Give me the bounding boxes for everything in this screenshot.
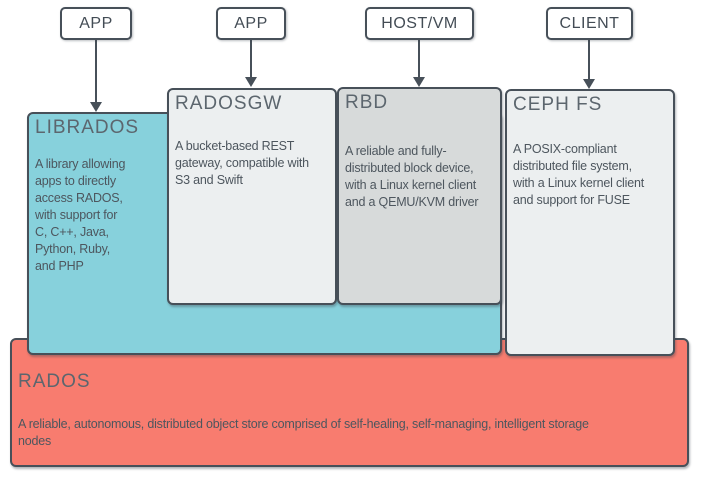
librados-title: LIBRADOS — [35, 117, 140, 138]
rados-content: RADOS A reliable, autonomous, distribute… — [12, 370, 687, 450]
cephfs-description: A POSIX-compliant distributed file syste… — [513, 142, 644, 207]
app-node-1-label: APP — [79, 14, 113, 32]
rbd-box: RBD A reliable and fully- distributed bl… — [337, 87, 502, 305]
arrow-head — [583, 79, 595, 89]
arrow-down-icon — [413, 40, 425, 87]
rbd-content: RBD A reliable and fully- distributed bl… — [339, 91, 500, 211]
rados-layer-box: RADOS A reliable, autonomous, distribute… — [10, 338, 689, 467]
rados-title: RADOS — [18, 371, 91, 392]
arrow-down-icon — [245, 40, 257, 87]
host-vm-node-label: HOST/VM — [381, 14, 458, 32]
arrow-stem — [418, 40, 420, 77]
radosgw-description: A bucket-based REST gateway, compatible … — [175, 139, 309, 187]
host-vm-node: HOST/VM — [365, 7, 474, 40]
cephfs-content: CEPH FS A POSIX-compliant distributed fi… — [507, 93, 673, 209]
cephfs-box: CEPH FS A POSIX-compliant distributed fi… — [505, 89, 675, 356]
arrow-stem — [588, 40, 590, 79]
arrow-head — [90, 102, 102, 112]
radosgw-content: RADOSGW A bucket-based REST gateway, com… — [169, 92, 335, 189]
librados-description: A library allowing apps to directly acce… — [35, 157, 126, 273]
arrow-stem — [250, 40, 252, 77]
cephfs-title: CEPH FS — [513, 94, 603, 115]
app-node-2: APP — [216, 7, 286, 40]
arrow-down-icon — [583, 40, 595, 89]
client-node: CLIENT — [546, 7, 633, 40]
client-node-label: CLIENT — [559, 14, 620, 32]
rbd-description: A reliable and fully- distributed block … — [345, 144, 479, 209]
arrow-head — [245, 77, 257, 87]
radosgw-box: RADOSGW A bucket-based REST gateway, com… — [167, 88, 337, 305]
app-node-2-label: APP — [234, 14, 268, 32]
app-node-1: APP — [60, 7, 132, 40]
arrow-down-icon — [90, 40, 102, 112]
arrow-stem — [95, 40, 97, 102]
arrow-head — [413, 77, 425, 87]
rados-description: A reliable, autonomous, distributed obje… — [18, 417, 589, 448]
rbd-title: RBD — [345, 92, 389, 113]
radosgw-title: RADOSGW — [175, 93, 283, 114]
librados-content: LIBRADOS A library allowing apps to dire… — [29, 116, 500, 275]
